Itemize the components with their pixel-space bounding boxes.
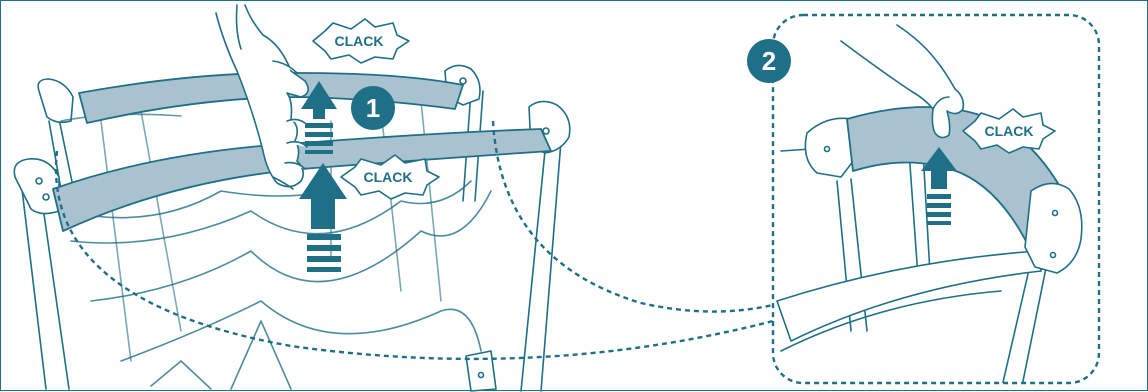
step-badge-icon: 1 bbox=[351, 86, 395, 130]
detail-callout-icon: CLACK bbox=[771, 13, 1101, 385]
playard-frame-icon bbox=[13, 64, 571, 392]
clack-detail-label: CLACK bbox=[985, 123, 1034, 139]
up-arrow-icon bbox=[301, 81, 337, 154]
step-1-number: 1 bbox=[366, 93, 380, 123]
step-2-number: 2 bbox=[762, 46, 776, 76]
detail-connector bbox=[54, 120, 774, 361]
clack-burst-icon: CLACK bbox=[312, 18, 410, 64]
up-arrow-icon bbox=[299, 163, 347, 272]
hand-icon bbox=[215, 4, 309, 190]
clack-burst-icon: CLACK bbox=[340, 154, 440, 200]
clack-top-label: CLACK bbox=[335, 33, 384, 49]
step-badge-icon: 2 bbox=[747, 39, 791, 83]
clack-burst-icon: CLACK bbox=[962, 108, 1056, 154]
lower-rail bbox=[52, 128, 552, 232]
clack-lower-label: CLACK bbox=[364, 169, 413, 185]
up-arrow-icon bbox=[921, 147, 957, 225]
